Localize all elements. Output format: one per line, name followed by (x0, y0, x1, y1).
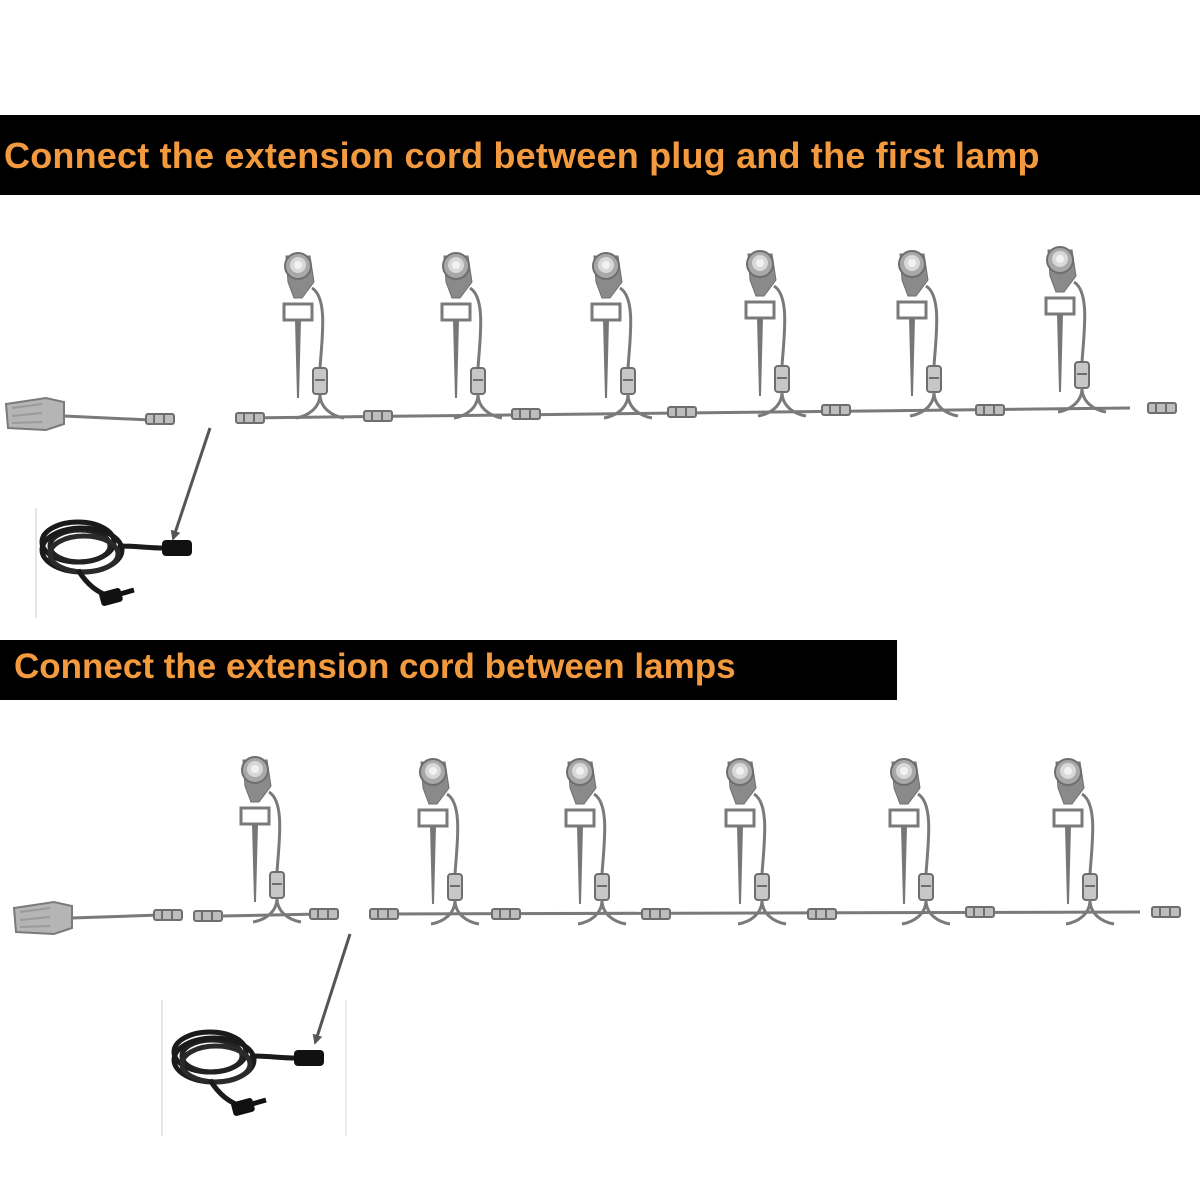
cable-connector-icon (821, 404, 851, 416)
instruction-banner-plug: Connect the extension cord between plug … (0, 115, 1200, 195)
plug-connector-icon (145, 413, 175, 425)
cable-connector-icon (807, 908, 837, 920)
instruction-text-lamps: Connect the extension cord between lamps (14, 647, 736, 686)
diagram-1 (5, 245, 1177, 618)
cable-connector-icon (363, 410, 393, 422)
arrow-icon (312, 933, 352, 1045)
spotlight-icon (724, 757, 788, 926)
spotlight-icon (282, 251, 346, 420)
cable-connector-icon (511, 408, 541, 420)
cable-connector-icon (667, 406, 697, 418)
spotlight-icon (417, 757, 481, 926)
cable-connector-icon (641, 908, 671, 920)
end-connector-icon (1151, 906, 1181, 918)
spotlight-icon (440, 251, 504, 420)
instruction-banner-lamps: Connect the extension cord between lamps (0, 640, 897, 700)
input-connector-icon (235, 412, 265, 424)
spotlight-icon (744, 249, 808, 418)
arrow-icon (170, 427, 212, 541)
power-adapter-icon (5, 397, 65, 431)
cable-connector-icon (975, 404, 1005, 416)
spotlight-icon (239, 755, 303, 924)
end-connector-icon (1147, 402, 1177, 414)
plug-connector-icon (153, 909, 183, 921)
spotlight-icon (888, 757, 952, 926)
input-connector-icon (193, 910, 223, 922)
instruction-text-plug: Connect the extension cord between plug … (4, 135, 1040, 176)
cable-connector-icon (309, 908, 339, 920)
diagram-2 (13, 755, 1181, 1136)
spotlight-icon (896, 249, 960, 418)
spotlight-icon (590, 251, 654, 420)
spotlight-icon (1044, 245, 1108, 414)
input-connector-icon (369, 908, 399, 920)
cable-connector-icon (491, 908, 521, 920)
extension-cord-icon (174, 1032, 324, 1117)
extension-cord-icon (42, 522, 192, 607)
power-adapter-icon (13, 901, 73, 935)
spotlight-icon (564, 757, 628, 926)
cable-connector-icon (965, 906, 995, 918)
spotlight-icon (1052, 757, 1116, 926)
